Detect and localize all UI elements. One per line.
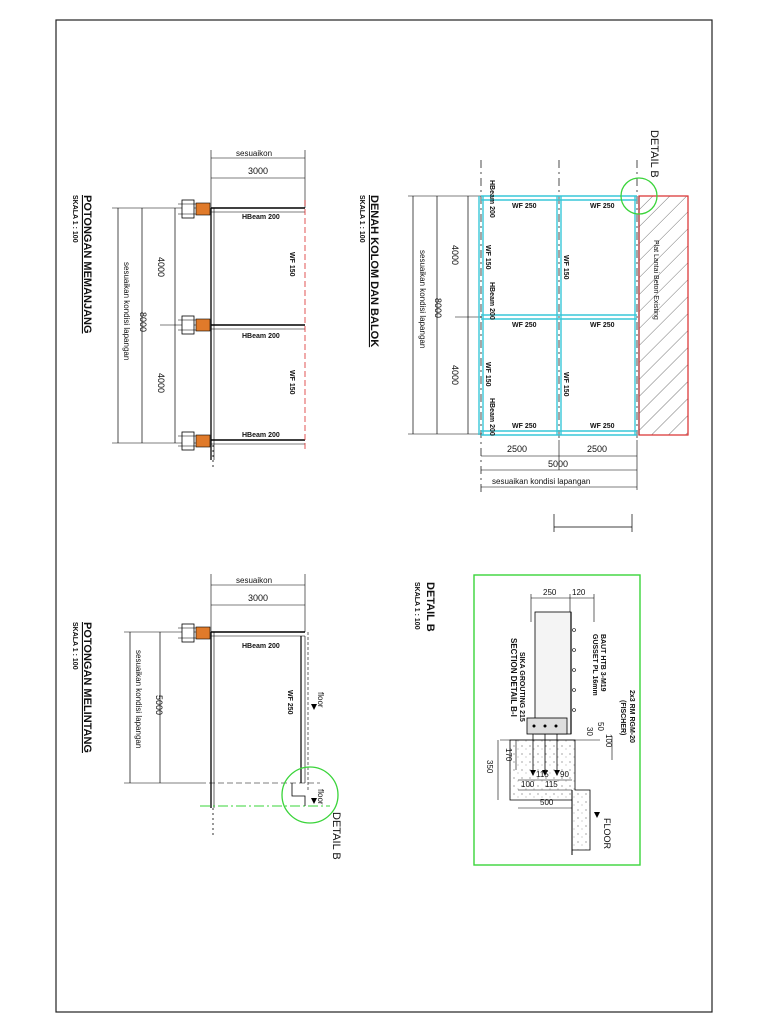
plan-side-dim-b: 4000 — [450, 365, 460, 385]
long-top-dim-2: 3000 — [248, 166, 268, 176]
detail-dim-115a: 115 — [536, 770, 549, 779]
long-section-scale: SKALA 1 : 100 — [71, 195, 78, 243]
plan-title: DENAH KOLOM DAN BALOK — [368, 195, 380, 347]
plan-side-note: sesuaikan kondisi lapangan — [418, 250, 427, 348]
plan-wf-mid-1: WF 250 — [512, 322, 537, 329]
detail-dim-90: 90 — [560, 770, 569, 779]
plan-wf-top-2: WF 250 — [590, 203, 615, 210]
plan-wf-mid-2: WF 250 — [590, 322, 615, 329]
long-beam-2: HBeam 200 — [242, 333, 280, 340]
detail-floor-label: FLOOR — [602, 818, 612, 850]
cross-side-dim: 5000 — [154, 695, 164, 715]
plan-col-mid-b: WF 150 — [562, 372, 569, 397]
detail-dim-100: 100 — [604, 734, 613, 748]
long-side-dim-total: 8000 — [138, 312, 148, 332]
long-side-dim-a: 4000 — [156, 257, 166, 277]
plan-hbeam-c: HBeam 200 — [488, 398, 495, 436]
plan-hatch-label: Plat Lantai Beton Existing — [652, 240, 659, 320]
detail-anchor-label: 2x3 RM RGM-20 — [628, 690, 635, 743]
sheet-border — [55, 19, 713, 1013]
plan-col-left-a: WF 150 — [484, 245, 491, 270]
plan-view: DENAH KOLOM DAN BALOK SKALA 1 : 100 4000… — [358, 130, 689, 532]
plan-bottom-dim-1: 2500 — [507, 444, 527, 454]
detail-gusset-label: GUSSET PL 16mm — [591, 634, 598, 696]
existing-slab-hatch — [638, 195, 689, 436]
cross-side-note: sesuaikan kondisi lapangan — [134, 650, 143, 748]
cross-section: POTONGAN MELINTANG SKALA 1 : 100 5000 se… — [71, 574, 342, 860]
long-connection-mid — [178, 315, 211, 335]
detail-bolt-label: BAUT HTB 3-M19 — [599, 634, 606, 692]
detail-b-frame — [473, 574, 641, 866]
plan-hbeam-b: HBeam 200 — [488, 282, 495, 320]
cross-beam: HBeam 200 — [242, 643, 280, 650]
cross-detail-label: DETAIL B — [330, 812, 342, 860]
plan-col-mid-a: WF 150 — [562, 255, 569, 280]
long-side-dim-b: 4000 — [156, 373, 166, 393]
cross-connection — [178, 623, 211, 643]
plan-wf-top-1: WF 250 — [512, 203, 537, 210]
cross-col: WF 250 — [286, 690, 293, 715]
cross-top-dim-2: 3000 — [248, 593, 268, 603]
cross-detail-circle — [281, 766, 339, 824]
long-connection-top — [178, 199, 211, 219]
cross-floor-1: floor — [316, 692, 325, 708]
detail-base-plate — [526, 717, 568, 735]
detail-dim-120: 120 — [572, 588, 586, 597]
detail-dim-115b: 115 — [545, 780, 558, 789]
detail-dim-50: 50 — [596, 722, 605, 731]
detail-concrete — [509, 739, 591, 851]
detail-b-scale: SKALA 1 : 100 — [413, 582, 420, 630]
detail-grout-label: SIKA GROUTING 215 — [518, 652, 525, 722]
long-side-note: sesuaikan kondisi lapangan — [122, 262, 131, 360]
plan-hbeam-a: HBeam 200 — [488, 180, 495, 218]
detail-dim-100b: 100 — [521, 780, 535, 789]
long-connection-bot — [178, 431, 211, 451]
plan-bottom-note: sesuaikan kondisi lapangan — [492, 477, 590, 486]
plan-detail-circle — [620, 177, 658, 215]
detail-b-title: DETAIL B — [424, 582, 436, 632]
detail-dim-30: 30 — [585, 727, 594, 736]
plan-beams — [478, 195, 640, 436]
plan-side-dim-total: 8000 — [433, 298, 443, 318]
cross-section-scale: SKALA 1 : 100 — [71, 622, 78, 670]
detail-dim-350: 350 — [485, 760, 494, 774]
plan-wf-bot-2: WF 250 — [590, 423, 615, 430]
cross-section-title: POTONGAN MELINTANG — [81, 622, 93, 753]
long-section-title: POTONGAN MEMANJANG — [81, 195, 93, 334]
plan-bottom-dim-2: 2500 — [587, 444, 607, 454]
long-col-2: WF 150 — [288, 370, 295, 395]
long-section: POTONGAN MEMANJANG SKALA 1 : 100 4000 80… — [71, 149, 306, 470]
plan-wf-bot-1: WF 250 — [512, 423, 537, 430]
plan-bottom-dim-total: 5000 — [548, 459, 568, 469]
cross-top-dim-1: sesuaikon — [236, 576, 272, 585]
long-col-1: WF 150 — [288, 252, 295, 277]
long-top-dim-1: sesuaikon — [236, 149, 272, 158]
detail-column — [534, 611, 572, 735]
long-beam-1: HBeam 200 — [242, 214, 280, 221]
detail-dim-170: 170 — [504, 748, 513, 762]
detail-dim-500: 500 — [540, 798, 554, 807]
detail-anchor-sub: (FISCHER) — [619, 700, 626, 735]
long-beam-3: HBeam 200 — [242, 432, 280, 439]
detail-dim-250: 250 — [543, 588, 557, 597]
detail-b: DETAIL B SKALA 1 : 100 250 120 — [413, 574, 641, 866]
cross-floor-2: floor — [316, 789, 325, 805]
detail-section-label: SECTION DETAIL B-I — [509, 638, 518, 717]
plan-col-left-b: WF 150 — [484, 362, 491, 387]
plan-detail-label: DETAIL B — [648, 130, 660, 178]
plan-side-dim-a: 4000 — [450, 245, 460, 265]
plan-scale: SKALA 1 : 100 — [358, 195, 365, 243]
